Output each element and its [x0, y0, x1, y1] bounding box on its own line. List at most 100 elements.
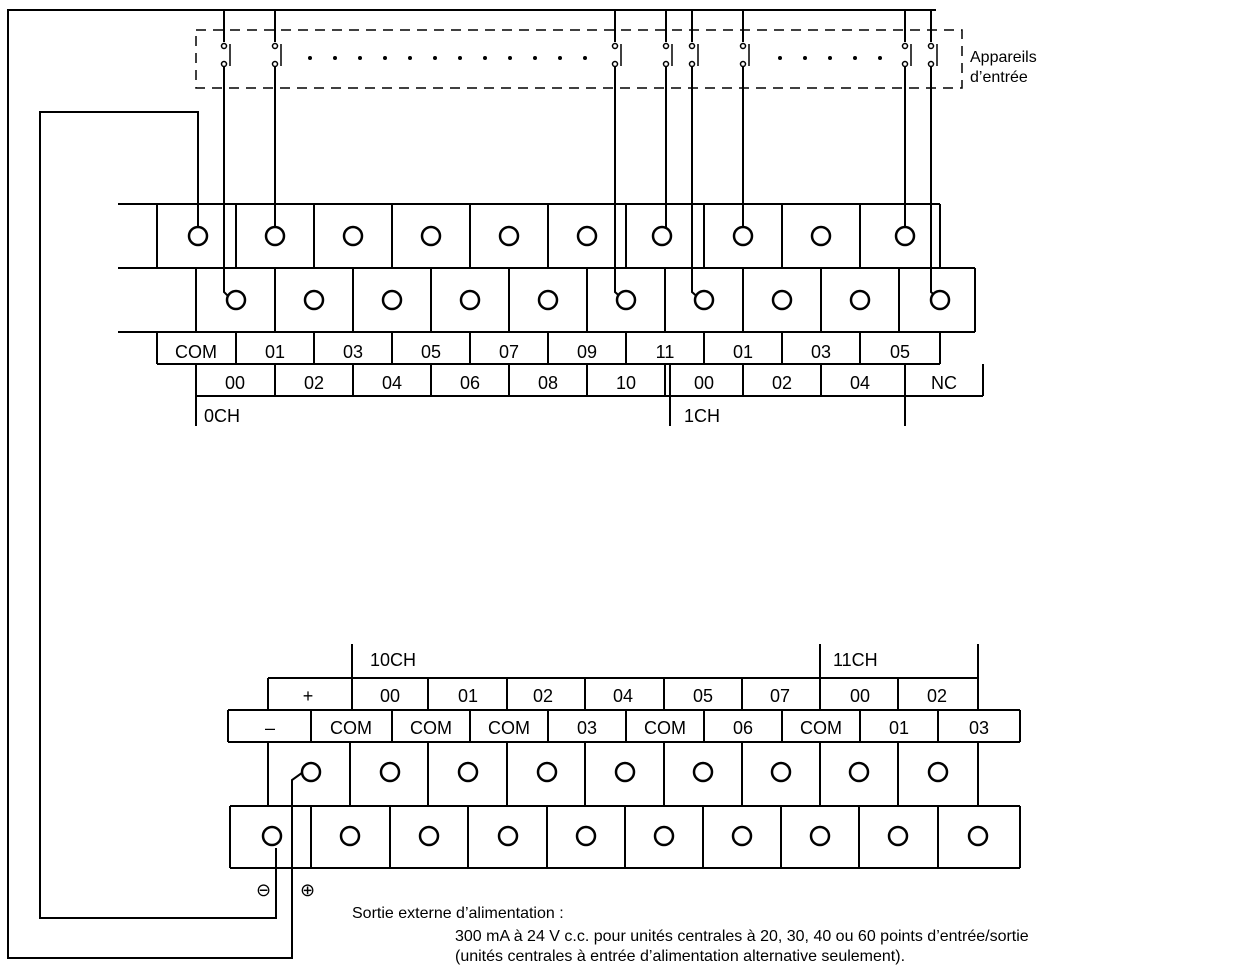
minus-wire: [39, 111, 277, 919]
screw-terminal: [693, 289, 715, 311]
output-terminal-label: COM: [800, 718, 842, 738]
output-terminal-label: 00: [850, 686, 870, 706]
screw-terminal: [731, 825, 753, 847]
input-terminal-label: 05: [890, 342, 910, 362]
input-devices-label: d’entrée: [970, 69, 1028, 86]
screw-terminal: [887, 825, 909, 847]
output-terminal-label: +: [303, 686, 314, 706]
screw-terminal: [300, 761, 322, 783]
output-terminal-label: 03: [577, 718, 597, 738]
screw-terminal: [967, 825, 989, 847]
screw-terminal: [810, 225, 832, 247]
input-device-enclosure: [195, 29, 963, 89]
plus-wire: [7, 9, 936, 959]
input-terminal-label: 08: [538, 373, 558, 393]
screw-terminal: [459, 289, 481, 311]
output-terminal-label: 05: [693, 686, 713, 706]
input-terminal-label: 00: [225, 373, 245, 393]
input-terminal-label: 07: [499, 342, 519, 362]
input-terminal-label: 04: [382, 373, 402, 393]
input-terminal-label: 02: [304, 373, 324, 393]
output-terminal-label: 01: [458, 686, 478, 706]
note-title: Sortie externe d’alimentation :: [352, 905, 564, 922]
screw-terminal: [770, 761, 792, 783]
output-terminal-label: COM: [488, 718, 530, 738]
screw-terminal: [929, 289, 951, 311]
output-terminal-block: 10CH 11CH +00 01 02 04 05 07 00 02 – COM COM COM 03 COM…: [227, 644, 1021, 869]
screw-terminal: [537, 289, 559, 311]
screw-terminal: [576, 225, 598, 247]
input-devices: [195, 10, 963, 301]
screw-terminal: [225, 289, 247, 311]
input-terminal-label: 03: [343, 342, 363, 362]
screw-terminal: [692, 761, 714, 783]
output-terminal-label: 06: [733, 718, 753, 738]
input-terminal-label: 03: [811, 342, 831, 362]
output-terminal-label: COM: [644, 718, 686, 738]
input-terminal-label: 05: [421, 342, 441, 362]
input-terminal-label: 04: [850, 373, 870, 393]
output-terminal-label: 01: [889, 718, 909, 738]
input-terminal-label: 02: [772, 373, 792, 393]
screw-terminal: [342, 225, 364, 247]
screw-terminal: [264, 225, 286, 247]
switch-symbols: [220, 42, 938, 68]
input-terminal-label: 09: [577, 342, 597, 362]
screw-terminal: [809, 825, 831, 847]
screw-terminal: [894, 225, 916, 247]
input-terminal-label: COM: [175, 342, 217, 362]
screw-terminal: [420, 225, 442, 247]
channel-label-1ch: 1CH: [684, 406, 720, 426]
channel-label-10ch: 10CH: [370, 650, 416, 670]
screw-terminal: [498, 225, 520, 247]
output-terminal-label: 00: [380, 686, 400, 706]
channel-label-11ch: 11CH: [833, 650, 878, 670]
minus-polarity-icon: ⊖: [256, 880, 271, 900]
switch-icon: [220, 42, 938, 68]
input-terminal-label: 00: [694, 373, 714, 393]
input-terminal-label: 11: [656, 342, 675, 362]
screw-terminal: [381, 289, 403, 311]
screw-terminal: [653, 825, 675, 847]
output-terminal-label: COM: [410, 718, 452, 738]
output-terminal-label: 03: [969, 718, 989, 738]
input-terminal-label: 10: [616, 373, 636, 393]
input-terminal-label: 06: [460, 373, 480, 393]
input-terminal-label: 01: [265, 342, 285, 362]
note-line-2: (unités centrales à entrée d’alimentatio…: [455, 948, 905, 965]
screw-terminal: [339, 825, 361, 847]
screw-terminal: [379, 761, 401, 783]
input-devices-label: Appareils: [970, 49, 1037, 66]
channel-label-0ch: 0CH: [204, 406, 240, 426]
switch-to-terminal-wires: [223, 66, 941, 301]
screw-terminal: [575, 825, 597, 847]
screw-terminal: [732, 225, 754, 247]
power-wiring: [7, 9, 936, 959]
output-terminal-label: 04: [613, 686, 633, 706]
screw-terminal: [771, 289, 793, 311]
screw-terminal: [457, 761, 479, 783]
note-line-1: 300 mA à 24 V c.c. pour unités centrales…: [455, 928, 1029, 945]
output-terminal-label: –: [265, 718, 275, 738]
screw-terminal: [187, 225, 209, 247]
output-terminal-label: COM: [330, 718, 372, 738]
output-terminal-label: 02: [927, 686, 947, 706]
output-terminal-label: 02: [533, 686, 553, 706]
dot-leader: [308, 56, 882, 60]
bus-drops: [223, 10, 932, 42]
screw-terminal: [927, 761, 949, 783]
screw-terminal: [303, 289, 325, 311]
screw-terminal: [497, 825, 519, 847]
screw-terminal: [536, 761, 558, 783]
screw-terminal: [849, 289, 871, 311]
screw-terminal: [261, 825, 283, 847]
screw-terminal: [614, 761, 636, 783]
input-terminal-label: 01: [733, 342, 753, 362]
screw-terminal: [615, 289, 637, 311]
output-terminal-label: 07: [770, 686, 790, 706]
plus-polarity-icon: ⊕: [300, 880, 315, 900]
screw-terminal: [651, 225, 673, 247]
screw-terminal: [848, 761, 870, 783]
